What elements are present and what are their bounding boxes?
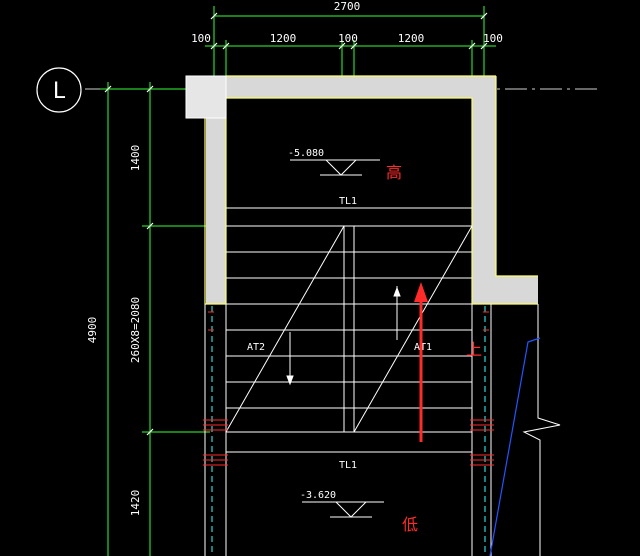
flight-right-label: AT1	[414, 342, 432, 353]
wall-fill	[186, 76, 538, 304]
dim-seg-1: 100	[191, 32, 211, 45]
left-dim-ticks	[104, 85, 154, 436]
stair-well	[343, 226, 355, 432]
beam-top-label: TL1	[339, 196, 357, 207]
level-high-label: 高	[386, 163, 402, 182]
cyan-lines	[211, 306, 486, 556]
dim-seg-5: 100	[483, 32, 503, 45]
column-block	[185, 75, 227, 119]
up-arrow	[414, 282, 428, 442]
dim-overall-depth: 4900	[86, 317, 99, 344]
flight-left-label: AT2	[247, 342, 265, 353]
dim-seg-2: 1200	[270, 32, 297, 45]
top-dim-ticks	[210, 12, 488, 50]
left-axis-ticks	[208, 311, 489, 331]
left-dimension-lines	[100, 82, 210, 556]
beam-bottom-label: TL1	[339, 460, 357, 471]
flight-break-lines	[225, 225, 473, 433]
dim-depth-seg-3: 1420	[129, 490, 142, 517]
axis-bubble	[36, 67, 82, 113]
up-label: 上	[466, 340, 482, 359]
level-mark-low	[302, 501, 384, 518]
axis-label: L	[53, 79, 66, 104]
stair-treads	[226, 207, 472, 453]
dim-depth-seg-2: 260X8=2080	[129, 297, 142, 363]
dim-overall-width: 2700	[334, 0, 361, 13]
level-low-label: 低	[402, 515, 418, 534]
dim-seg-3: 100	[338, 32, 358, 45]
wall-section-marks	[203, 419, 494, 466]
dim-seg-4: 1200	[398, 32, 425, 45]
blue-line	[489, 337, 541, 556]
dim-depth-seg-1: 1400	[129, 145, 142, 172]
top-dimension-lines	[205, 6, 496, 80]
level-mark-high	[290, 159, 380, 176]
level-low-elevation: -3.620	[300, 490, 336, 501]
break-line	[522, 410, 561, 556]
level-high-elevation: -5.080	[288, 148, 324, 159]
flight-direction-marks	[286, 286, 401, 386]
